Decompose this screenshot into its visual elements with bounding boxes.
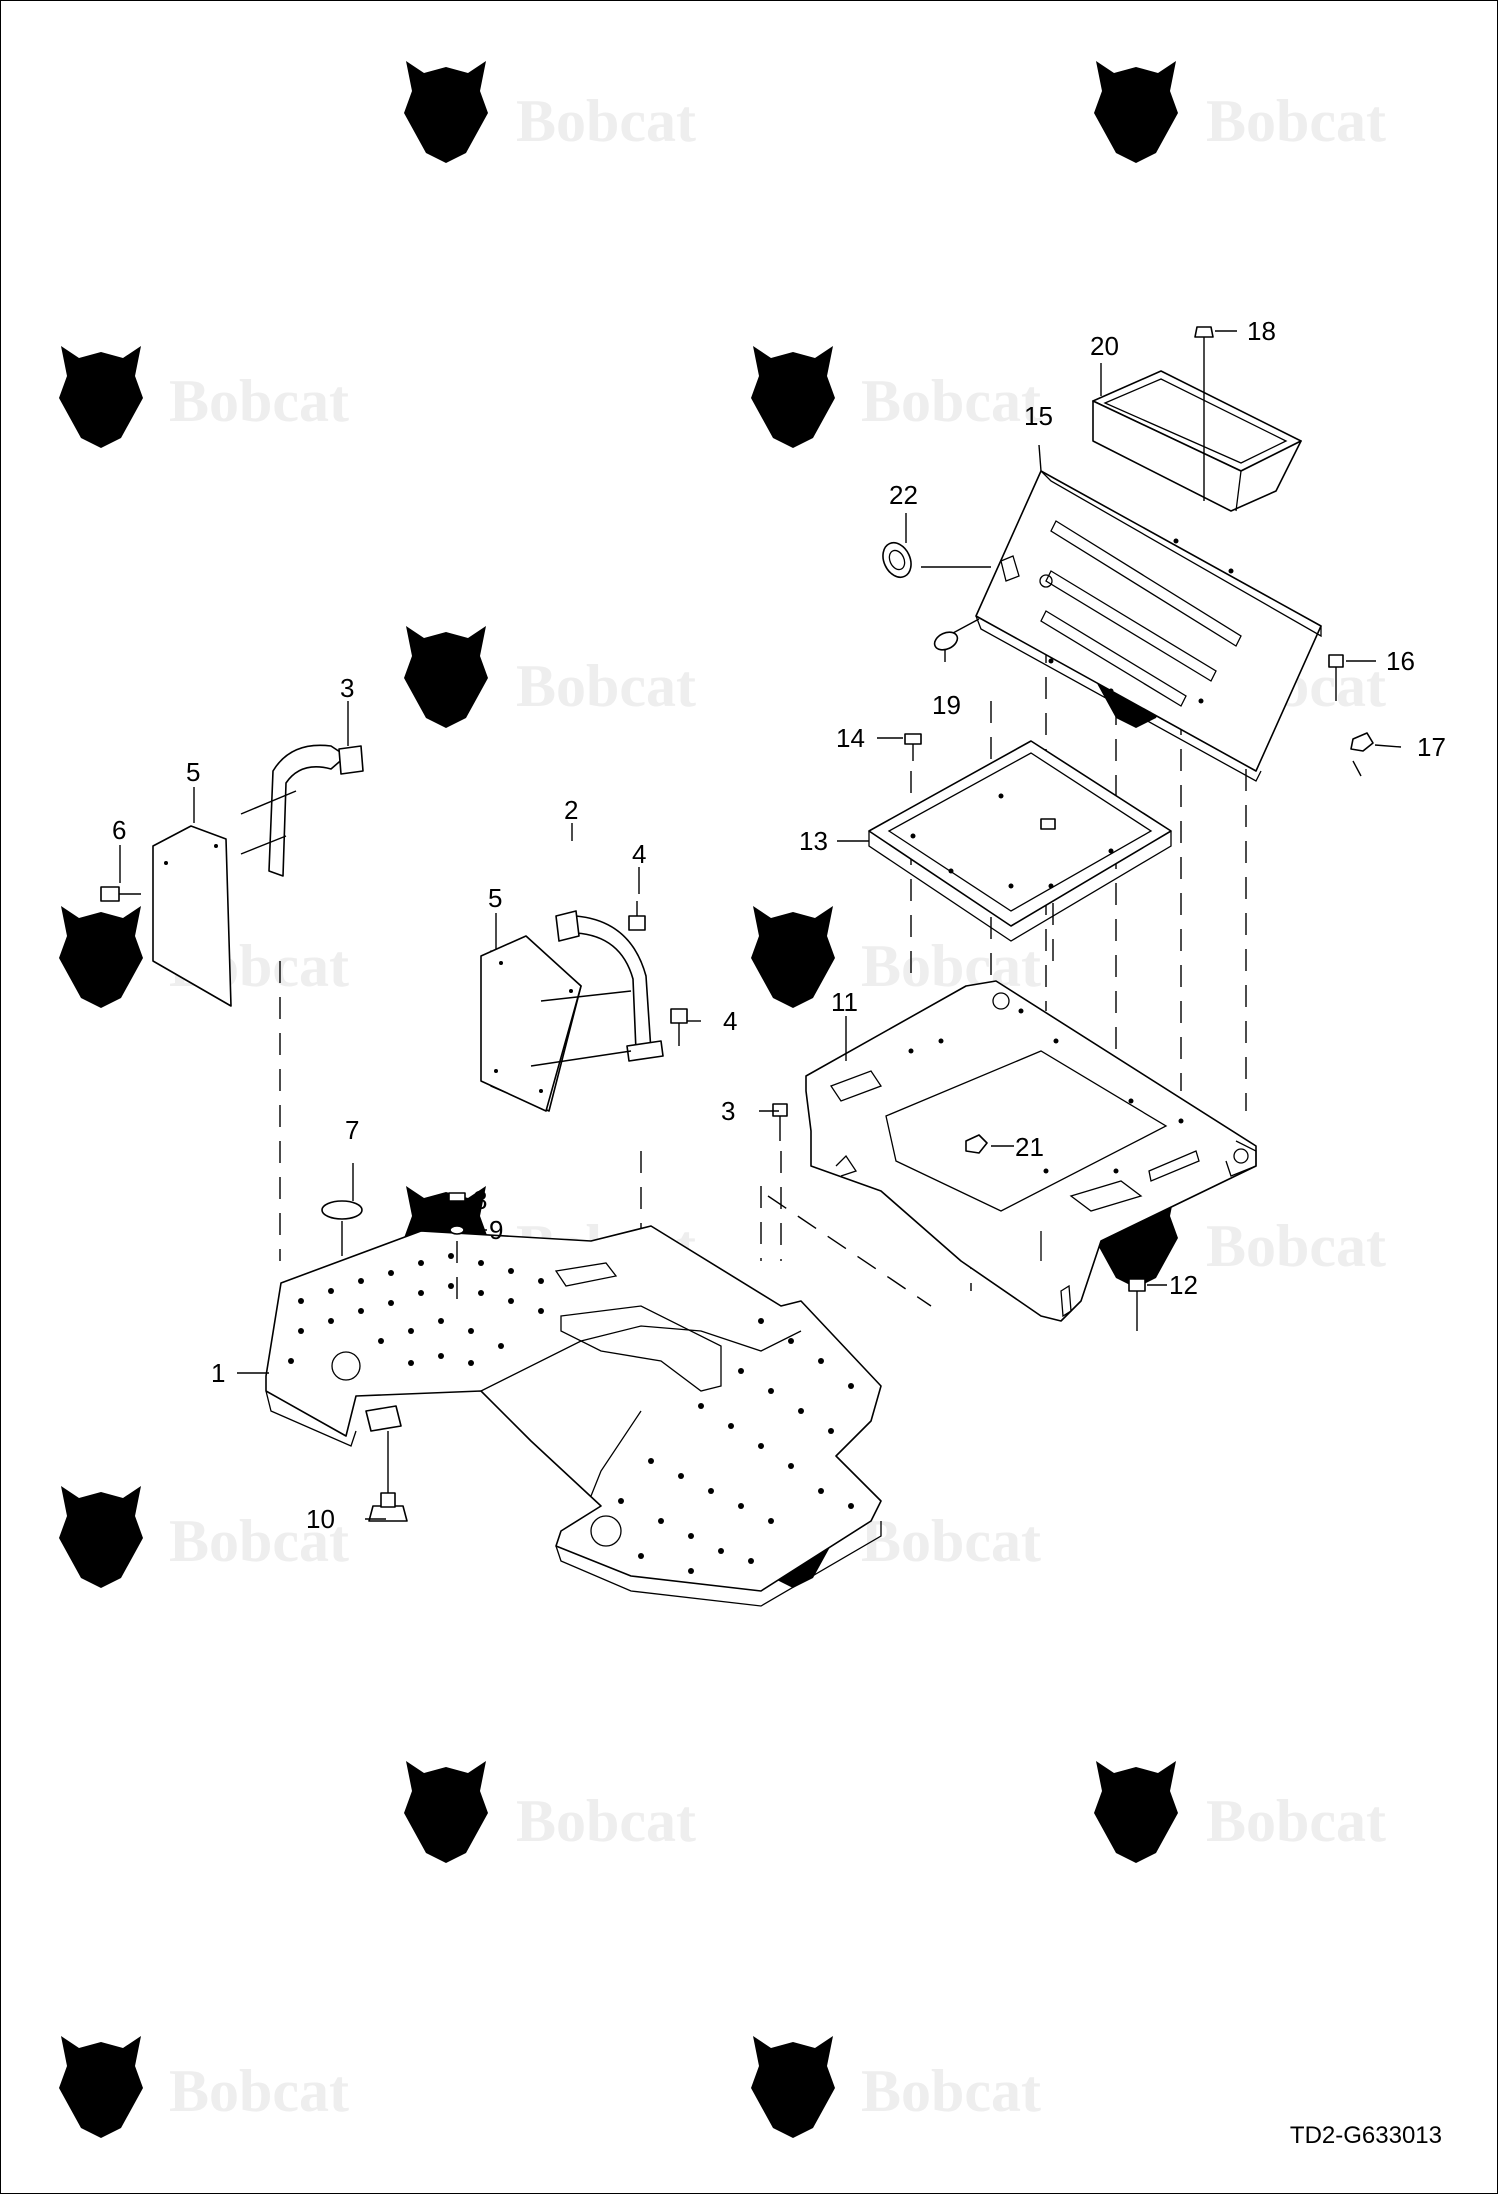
callout-4: 4 — [632, 839, 646, 869]
callout-21: 21 — [1015, 1132, 1044, 1162]
svg-text:Bobcat: Bobcat — [861, 2058, 1041, 2124]
callout-3: 3 — [340, 673, 354, 703]
watermark-logo: Bobcat — [59, 346, 349, 448]
svg-text:Bobcat: Bobcat — [516, 653, 696, 719]
seat-pan-part-13 — [868, 740, 1172, 942]
callout-20: 20 — [1090, 331, 1119, 361]
callout-18: 18 — [1247, 316, 1276, 346]
bolt-part-3-right — [772, 1103, 788, 1141]
floor-plate-part-1 — [265, 1225, 882, 1607]
washer-part-9 — [449, 1225, 465, 1311]
watermark-logo: Bobcat — [404, 61, 696, 163]
grommet-part-19 — [933, 618, 980, 651]
callout-16: 16 — [1386, 646, 1415, 676]
svg-text:Bobcat: Bobcat — [861, 933, 1041, 999]
watermark-logo: Bobcat — [404, 626, 696, 728]
storage-tray-part-20 — [1092, 370, 1302, 512]
bolt-part-16 — [1328, 654, 1344, 701]
bolt-part-12 — [1128, 1278, 1146, 1331]
svg-text:Bobcat: Bobcat — [861, 1508, 1041, 1574]
watermark-logo: Bobcat — [751, 2036, 1041, 2138]
callout-15: 15 — [1024, 401, 1053, 431]
callout-19: 19 — [932, 690, 961, 720]
svg-text:Bobcat: Bobcat — [1206, 88, 1386, 154]
side-panel-part-5-left — [152, 825, 232, 1007]
callout-9: 9 — [489, 1215, 503, 1245]
callout-12: 12 — [1169, 1270, 1198, 1300]
callout-22: 22 — [889, 480, 918, 510]
callout-17: 17 — [1417, 732, 1446, 762]
bolt-part-18 — [1194, 326, 1214, 501]
nut-part-21 — [965, 1134, 988, 1154]
callout-5: 5 — [488, 883, 502, 913]
callout-7: 7 — [345, 1115, 359, 1145]
watermark-logo: Bobcat — [1094, 1761, 1386, 1863]
rear-panel-part-15 — [975, 470, 1322, 782]
grommet-part-7 — [321, 1200, 363, 1256]
handrail-part-2 — [530, 910, 664, 1067]
svg-text:Bobcat: Bobcat — [1206, 1213, 1386, 1279]
svg-text:Bobcat: Bobcat — [1206, 1788, 1386, 1854]
callout-13: 13 — [799, 826, 828, 856]
callout-10: 10 — [306, 1504, 335, 1534]
callout-leaders — [119, 330, 1402, 1520]
svg-text:Bobcat: Bobcat — [516, 88, 696, 154]
callout-numbers: 1 2 3 3 4 4 5 5 6 7 8 9 10 11 12 13 14 1… — [112, 316, 1446, 1534]
bolt-seatpan-center — [1040, 818, 1056, 830]
watermark-logo: Bobcat — [751, 346, 1041, 448]
floor-holes — [288, 1253, 854, 1574]
watermark-logo: Bobcat — [404, 1761, 696, 1863]
bolt-part-4-upper — [628, 901, 646, 931]
bolt-part-14 — [904, 733, 922, 761]
callout-4: 4 — [723, 1006, 737, 1036]
watermark-logo: Bobcat — [751, 906, 1041, 1008]
nut-part-17 — [1350, 732, 1374, 777]
watermark-logo: Bobcat — [751, 1486, 1041, 1588]
svg-text:Bobcat: Bobcat — [169, 368, 349, 434]
watermark-logo: Bobcat — [1094, 1186, 1386, 1288]
watermark-logo: Bobcat — [59, 2036, 349, 2138]
watermark-logo: Bobcat — [1094, 61, 1386, 163]
svg-text:Bobcat: Bobcat — [169, 2058, 349, 2124]
svg-text:Bobcat: Bobcat — [516, 1788, 696, 1854]
callout-11: 11 — [831, 987, 858, 1017]
bolt-part-4-lower — [670, 1008, 688, 1046]
callout-8: 8 — [473, 1185, 487, 1215]
callout-1: 1 — [211, 1358, 225, 1388]
bolt-part-6 — [100, 886, 141, 902]
foot-part-10 — [365, 1405, 408, 1522]
callout-3: 3 — [721, 1096, 735, 1126]
seat-frame-part-11 — [805, 980, 1257, 1322]
callout-2: 2 — [564, 795, 578, 825]
callout-5: 5 — [186, 757, 200, 787]
side-panel-part-5-middle — [480, 935, 582, 1112]
watermark-logo: Bobcat — [59, 1486, 349, 1588]
svg-text:Bobcat: Bobcat — [169, 1508, 349, 1574]
svg-text:Bobcat: Bobcat — [861, 368, 1041, 434]
callout-14: 14 — [836, 723, 865, 753]
grommet-part-22 — [882, 541, 991, 579]
handrail-part-3-left — [240, 744, 364, 877]
callout-6: 6 — [112, 815, 126, 845]
bolt-part-8 — [448, 1192, 466, 1226]
drawing-code: TD2-G633013 — [1290, 2122, 1442, 2149]
